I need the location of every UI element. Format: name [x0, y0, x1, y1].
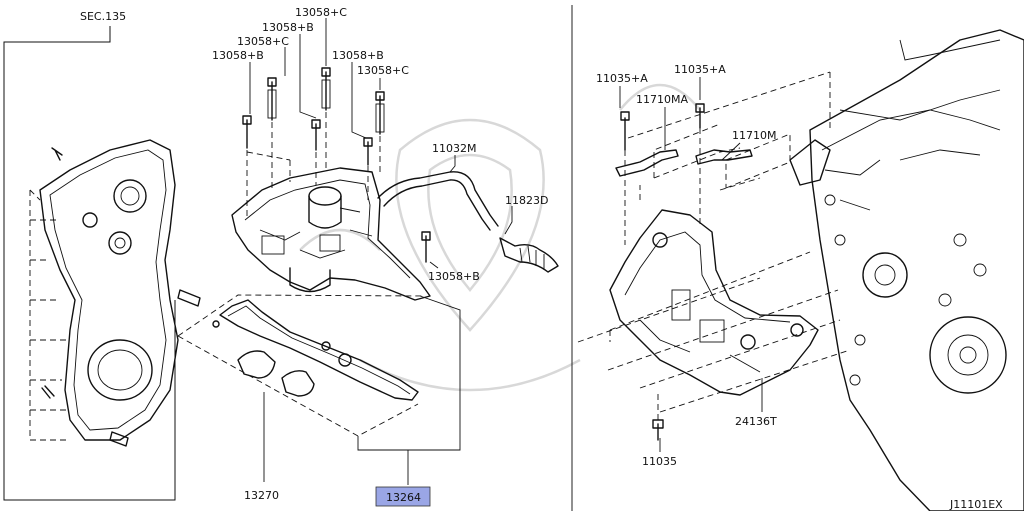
label-13058-b-left: 13058+B — [212, 49, 264, 62]
highlight-13264 — [375, 486, 431, 507]
case-alignment-lines — [29, 189, 70, 441]
label-11710m: 11710M — [732, 129, 776, 142]
label-13264: 13264 — [386, 491, 421, 504]
label-11823d: 11823D — [505, 194, 548, 207]
timing-chain-case — [39, 139, 201, 447]
sec-135-label: SEC.135 — [80, 10, 126, 23]
label-13058-c-top: 13058+C — [295, 6, 347, 19]
left-callouts: 13058+C 13058+B 13058+C 13058+B 13058+B … — [212, 6, 548, 507]
label-13058-b-low: 13058+B — [428, 270, 480, 283]
label-13058-b-mid: 13058+B — [332, 49, 384, 62]
label-24136t: 24136T — [735, 415, 777, 428]
label-11032m: 11032M — [432, 142, 476, 155]
label-13058-c-right: 13058+C — [357, 64, 409, 77]
right-bolts — [620, 103, 705, 441]
label-13058-c-2: 13058+C — [237, 35, 289, 48]
gasket-set — [212, 299, 419, 401]
right-callouts: 11035+A 11035+A 11710MA 11710M 24136T 11… — [596, 63, 1003, 511]
timing-case-frame — [3, 26, 176, 501]
label-11035: 11035 — [642, 455, 677, 468]
label-11035-a-right: 11035+A — [674, 63, 726, 76]
bolt-alignment-lines — [246, 112, 381, 220]
hangers — [615, 149, 753, 177]
drawing-code: J11101EX — [949, 498, 1003, 511]
label-11035-a-left: 11035+A — [596, 72, 648, 85]
label-11710ma: 11710MA — [636, 93, 688, 106]
label-13270: 13270 — [244, 489, 279, 502]
mounting-bracket — [609, 209, 819, 396]
cover-bolts — [242, 67, 431, 263]
label-13058-b-top: 13058+B — [262, 21, 314, 34]
sensor-harness — [499, 237, 559, 273]
right-leader-lines — [619, 77, 763, 452]
engine-block — [789, 29, 1024, 511]
cover-leader-box — [357, 295, 461, 485]
gasket-alignment-box — [177, 294, 425, 482]
left-leader-lines — [249, 18, 513, 269]
valve-cover-assembly — [231, 167, 431, 301]
